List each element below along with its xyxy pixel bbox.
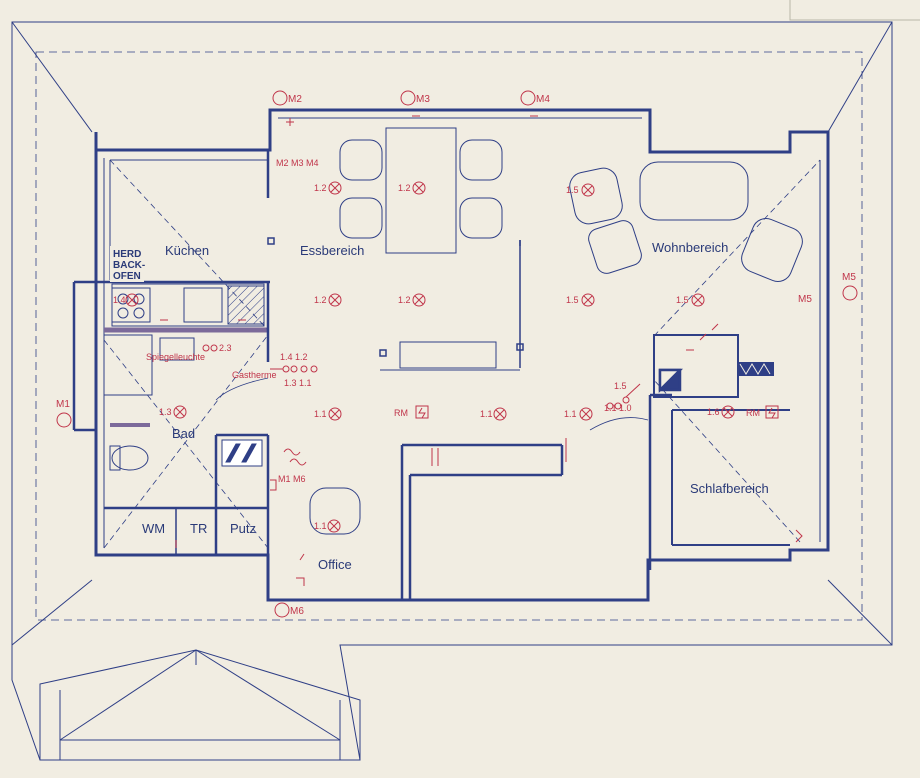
room-label-bath: Bad <box>172 426 195 441</box>
svg-text:2.3: 2.3 <box>219 343 232 353</box>
svg-text:WM: WM <box>142 521 165 536</box>
door-swings <box>215 377 649 500</box>
svg-text:1.5: 1.5 <box>566 185 579 195</box>
svg-text:RM: RM <box>394 408 408 418</box>
light-fixtures: 1.2 1.2 1.2 1.2 1.5 1.5 1.5 1.4 1.3 1.1 … <box>113 181 735 533</box>
motor-marker-icon <box>400 90 416 106</box>
svg-text:M1 M6: M1 M6 <box>278 474 306 484</box>
room-label-kitchen: Küchen <box>165 243 209 258</box>
svg-text:M3: M3 <box>416 94 430 105</box>
svg-text:BACK-: BACK- <box>113 260 145 271</box>
room-label-office: Office <box>318 557 352 572</box>
svg-text:1.6: 1.6 <box>707 407 720 417</box>
light-icon <box>412 293 426 307</box>
svg-text:M6: M6 <box>290 606 304 617</box>
svg-text:1.5: 1.5 <box>566 295 579 305</box>
room-label-bedroom: Schlafbereich <box>690 481 769 496</box>
svg-text:M1: M1 <box>56 399 70 410</box>
svg-text:TR: TR <box>190 521 207 536</box>
window-symbol <box>738 362 774 376</box>
light-icon <box>328 181 342 195</box>
oven-label: HERD BACK- OFEN <box>110 246 145 282</box>
switch-icon <box>606 383 641 410</box>
gas-heater-label: Gastherme <box>232 370 277 380</box>
light-icon <box>581 293 595 307</box>
light-icon <box>579 407 593 421</box>
wall-ticks <box>267 237 524 357</box>
smoke-detectors: RM RM <box>394 405 779 419</box>
room-labels: Küchen Essbereich Wohnbereich Bad Office… <box>165 240 769 572</box>
motor-markers: M2 M3 M4 M1 M5 M5 M6 M2 M3 M4 M1 M6 <box>56 90 858 618</box>
svg-text:M2: M2 <box>288 94 302 105</box>
dining-furniture <box>339 127 520 371</box>
svg-text:1.5: 1.5 <box>676 295 689 305</box>
svg-text:Putz: Putz <box>230 521 256 536</box>
svg-text:RM: RM <box>746 408 760 418</box>
room-label-living: Wohnbereich <box>652 240 728 255</box>
bath-fixtures <box>103 334 263 471</box>
svg-text:1.3 1.1: 1.3 1.1 <box>284 378 312 388</box>
svg-text:1.1: 1.1 <box>480 409 493 419</box>
light-icon <box>412 181 426 195</box>
light-icon <box>328 293 342 307</box>
svg-text:HERD: HERD <box>113 249 141 260</box>
svg-text:1.4: 1.4 <box>113 295 126 305</box>
utility-labels: WM TR Putz <box>142 521 256 536</box>
svg-text:1.1: 1.1 <box>314 521 327 531</box>
kitchen-counter <box>109 159 268 327</box>
motor-marker-icon <box>842 285 858 301</box>
svg-text:1.2: 1.2 <box>398 295 411 305</box>
motor-marker-icon <box>272 90 288 106</box>
switch-icon <box>202 344 218 352</box>
light-icon <box>125 293 139 307</box>
svg-text:1.1: 1.1 <box>564 409 577 419</box>
diagonals <box>103 159 821 549</box>
light-icon <box>173 405 187 419</box>
motor-marker-icon <box>56 412 72 428</box>
svg-text:M2 M3 M4: M2 M3 M4 <box>276 158 319 168</box>
svg-text:M5: M5 <box>798 294 812 305</box>
light-icon <box>328 407 342 421</box>
switch-groups: 1.4 1.2 1.3 1.1 1.5 1.1 1.0 2.3 <box>160 319 803 586</box>
svg-text:1.2: 1.2 <box>314 183 327 193</box>
mirror-light-label: Spiegelleuchte <box>146 352 205 362</box>
switch-icon <box>270 365 318 373</box>
light-icon <box>493 407 507 421</box>
motor-marker-icon <box>520 90 536 106</box>
light-icon <box>721 405 735 419</box>
room-label-dining: Essbereich <box>300 243 364 258</box>
svg-text:1.1 1.0: 1.1 1.0 <box>604 403 632 413</box>
svg-text:1.3: 1.3 <box>159 407 172 417</box>
svg-text:1.1: 1.1 <box>314 409 327 419</box>
light-icon <box>691 293 705 307</box>
light-icon <box>327 519 341 533</box>
roof-outline <box>11 21 893 761</box>
svg-text:OFEN: OFEN <box>113 271 141 282</box>
svg-text:1.5: 1.5 <box>614 381 627 391</box>
light-icon <box>581 183 595 197</box>
motor-marker-icon <box>274 602 290 618</box>
svg-text:1.2: 1.2 <box>398 183 411 193</box>
office-furniture <box>309 487 361 535</box>
living-furniture <box>569 161 803 282</box>
svg-text:1.2: 1.2 <box>314 295 327 305</box>
svg-text:M4: M4 <box>536 94 550 105</box>
svg-text:M5: M5 <box>842 272 856 283</box>
svg-text:1.4 1.2: 1.4 1.2 <box>280 352 308 362</box>
